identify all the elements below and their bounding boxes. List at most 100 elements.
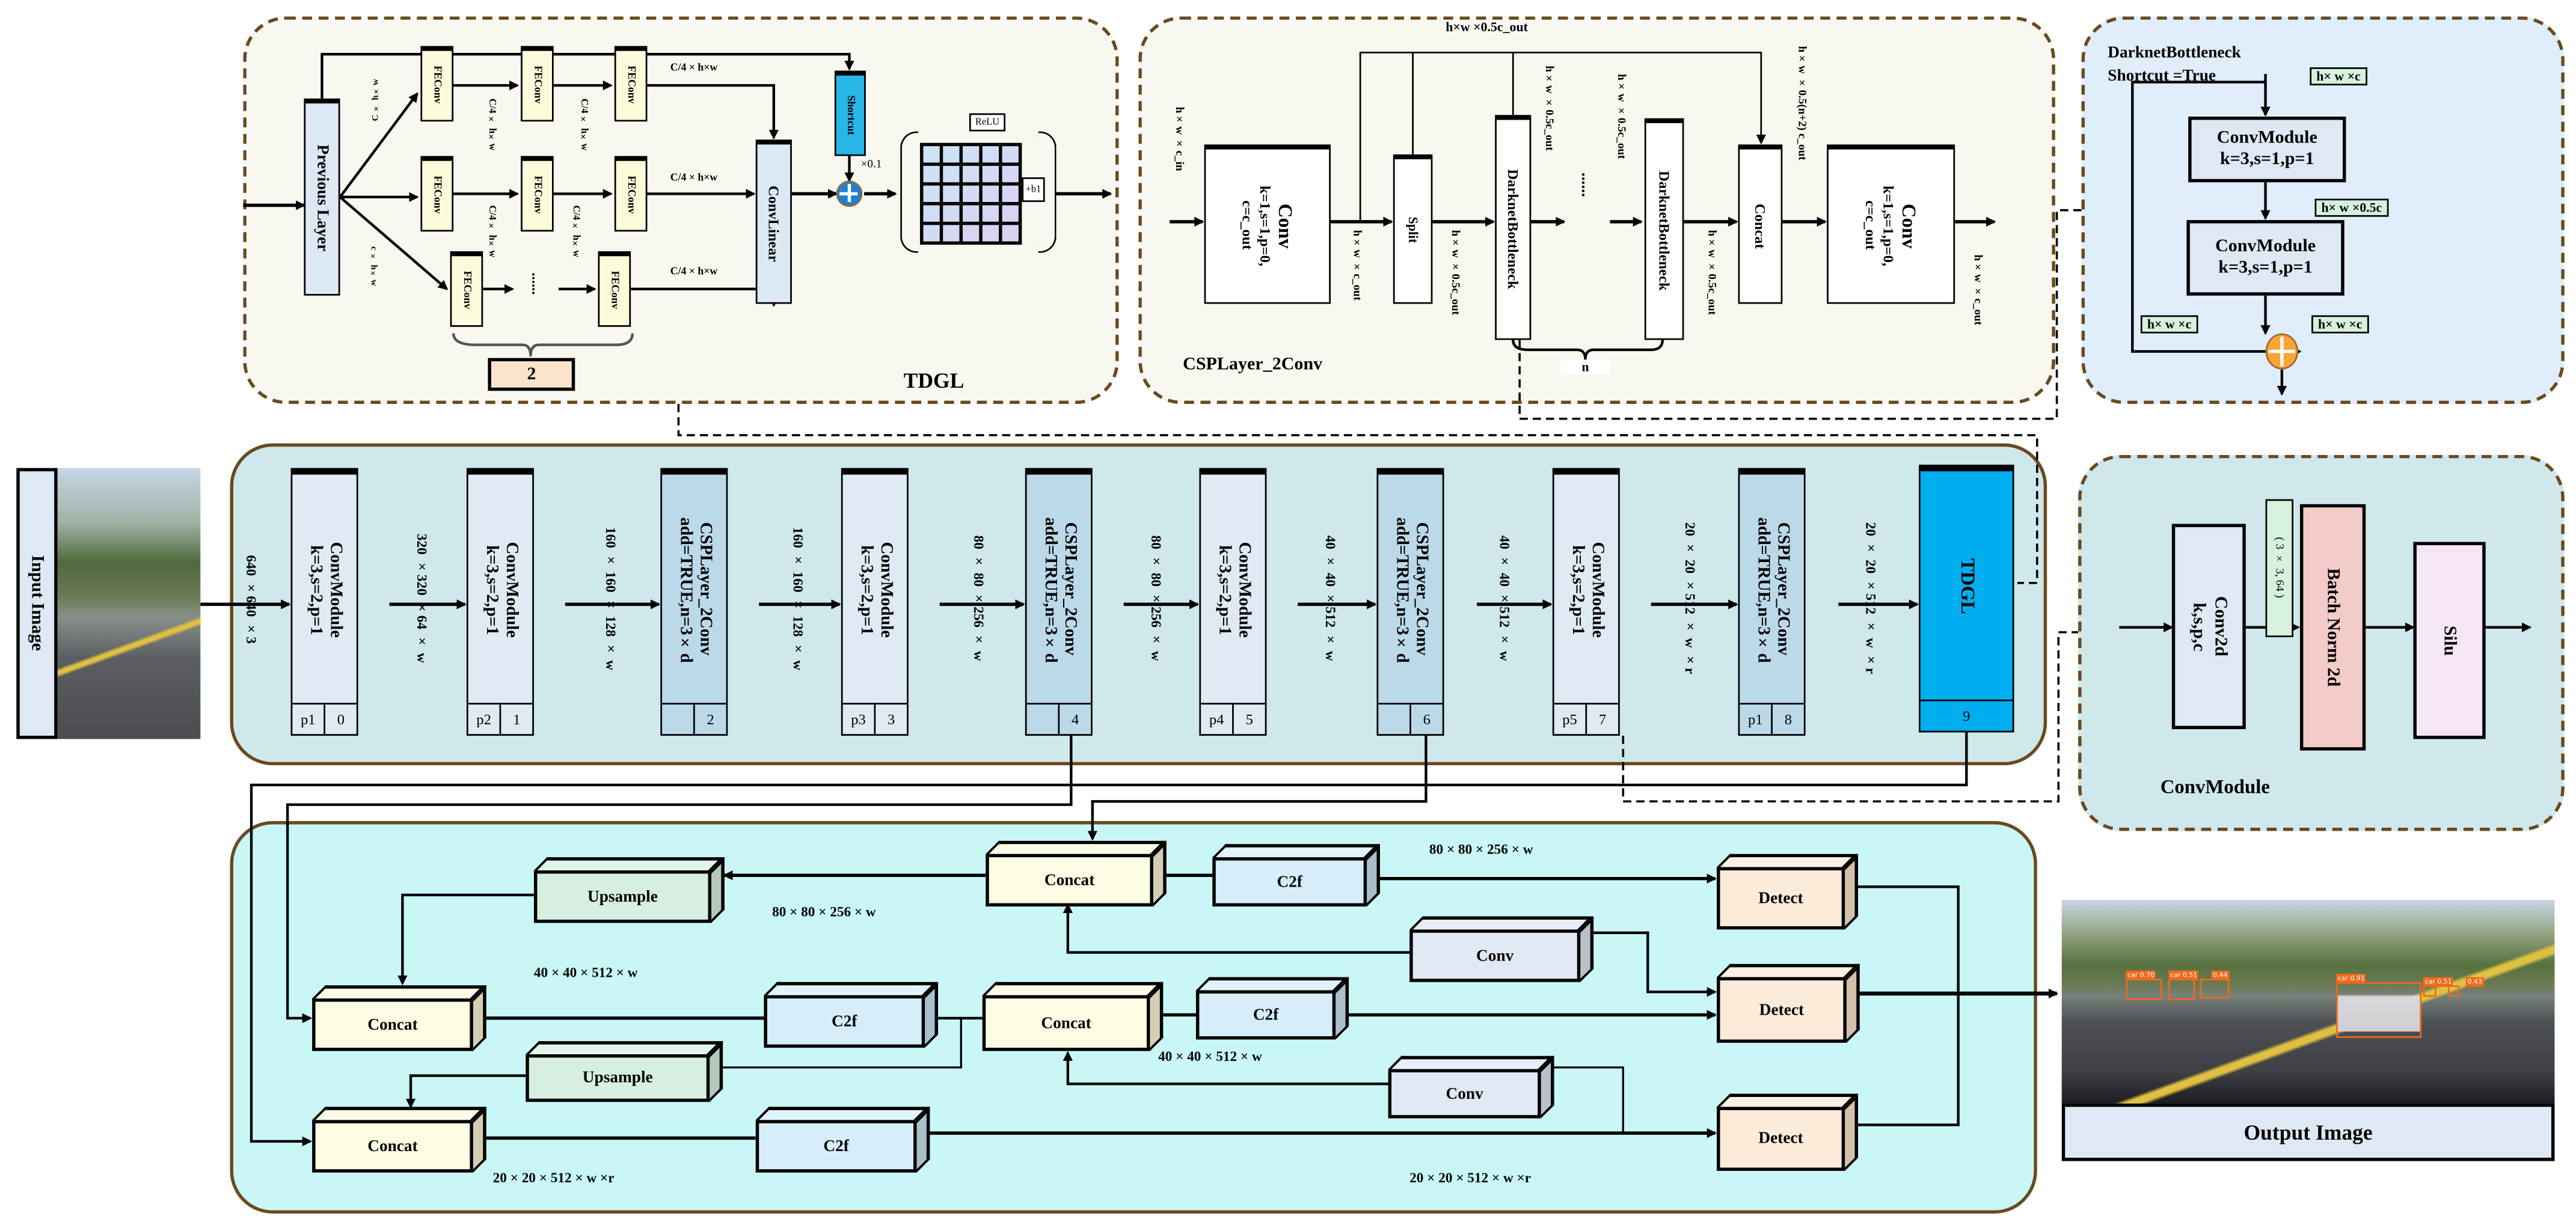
- dim-label: h×w ×0.5c_out: [1449, 230, 1462, 315]
- feconv-box: FEConv: [420, 46, 454, 122]
- dim-label: h×w ×c_out: [1350, 230, 1364, 301]
- dim-label: 80 × 80 × 256 × w: [772, 903, 876, 920]
- conv-linear-box: ConvLinear: [755, 139, 792, 304]
- bracket-left: [900, 131, 919, 253]
- add-icon: [836, 180, 863, 207]
- dim-label: 640 ×640 ×3: [243, 554, 260, 643]
- concat-block: Concat: [312, 985, 486, 1051]
- dim-label: 80 × 80 ×256 × w: [1148, 536, 1165, 662]
- dots: ......: [1577, 172, 1595, 197]
- backbone-module-9-tdgl: TDGL 9: [1919, 465, 2014, 733]
- c2f-block: C2f: [764, 982, 939, 1048]
- conv-block: Conv: [1388, 1055, 1554, 1119]
- darknet-title: DarknetBottleneck: [2108, 44, 2241, 63]
- dim-tag: h× w ×c: [2311, 315, 2369, 334]
- output-image-label: Output Image: [2061, 1103, 2555, 1161]
- dim-label: C × h×w: [371, 79, 381, 121]
- dim-label: 40 × 40 ×512 × w: [1322, 536, 1339, 662]
- c2f-block: C2f: [1195, 977, 1349, 1040]
- feconv-box: FEConv: [521, 46, 554, 122]
- c2f-block: C2f: [755, 1107, 930, 1173]
- dim-label: 160 × 160 × 128 × w: [603, 527, 620, 670]
- shortcut-box: Shortcut: [834, 70, 866, 156]
- dim-tag: h× w ×c: [2310, 67, 2367, 86]
- weight-matrix: [919, 142, 1022, 245]
- add-icon: [2265, 333, 2299, 370]
- dim-label: h×w ×c_in: [1173, 106, 1186, 171]
- dim-label: h×w ×0.5c_out: [1542, 66, 1556, 151]
- kernel-tag: ( 3 × 3, 64 ): [2265, 499, 2294, 638]
- dim-label: 80 × 80 × 256 × w: [1429, 840, 1533, 858]
- dim-label: 20 × 20 ×512 × w ×r: [1682, 522, 1699, 675]
- dim-label: h×w ×0.5c_out: [1705, 230, 1719, 315]
- detect-block: Detect: [1717, 1093, 1859, 1171]
- concat-block: Concat: [982, 982, 1164, 1051]
- dim-label: h×w ×0.5c_out: [1615, 73, 1628, 159]
- detection-box: 0.43: [2447, 977, 2484, 997]
- dim-label: C/4 × h×w: [578, 98, 589, 151]
- darknet-shortcut-label: Shortcut =True: [2108, 67, 2216, 86]
- dim-tag: h× w ×c: [2140, 315, 2198, 334]
- feconv-box: FEConv: [450, 251, 483, 327]
- c2f-block: C2f: [1212, 844, 1380, 907]
- dim-label: 20 × 20 × 512 × w ×r: [1409, 1169, 1532, 1186]
- detection-box: car 0.70: [2126, 970, 2162, 1000]
- conv-block: Conv: [1409, 916, 1594, 982]
- dots: ......: [529, 272, 546, 295]
- convmodule-title: ConvModule: [2160, 775, 2270, 798]
- dim-label: 40 × 40 × 512 × w: [533, 964, 638, 981]
- concat-box: Concat: [1738, 144, 1783, 304]
- detection-box: car 0.51: [2423, 977, 2454, 997]
- concat-block: Concat: [312, 1107, 486, 1173]
- repeat-n-label: n: [1560, 359, 1610, 374]
- dim-label: C/4 × h×w: [670, 172, 718, 184]
- feconv-box: FEConv: [598, 251, 631, 327]
- dim-label: C/4 × h×w: [670, 62, 718, 74]
- feconv-box: FEConv: [614, 46, 648, 122]
- dim-label: h×w ×0.5(n+2) c_out: [1796, 46, 1809, 160]
- input-image: [57, 468, 201, 739]
- detection-box: car 0.51: [2168, 970, 2199, 1000]
- output-image: car 0.70 car 0.51 0.44 car 0.91 car 0.51…: [2061, 900, 2555, 1104]
- previous-layer-box: Previous Layer: [304, 98, 340, 296]
- dim-label: h×w ×0.5c_out: [1446, 19, 1528, 35]
- darknet-bottleneck-box: DarknetBottleneck: [1495, 115, 1532, 340]
- upsample-block: Upsample: [533, 857, 725, 923]
- relu-box: ReLU: [969, 113, 1006, 132]
- dim-label: C/4 × h×w: [486, 98, 497, 151]
- dim-label: h×w ×c_out: [1971, 254, 1985, 326]
- csp-title: CSPLayer_2Conv: [1183, 355, 1323, 374]
- detection-box: car 0.91: [2336, 974, 2422, 1038]
- dim-tag: h× w ×0.5c: [2314, 198, 2389, 217]
- input-image-label: Input Image: [16, 468, 58, 739]
- dim-label: 160 × 160 × 128 × w: [790, 527, 807, 670]
- dim-label: C/4 × h×w: [486, 205, 497, 258]
- detect-block: Detect: [1717, 964, 1860, 1043]
- feconv-box: FEConv: [614, 156, 648, 232]
- dim-label: c × h×w: [367, 246, 378, 287]
- dim-label: C/4 × h×w: [670, 266, 718, 278]
- repeat-count-box: 2: [488, 358, 575, 391]
- detection-box: 0.44: [2200, 970, 2230, 999]
- dim-label: 40 × 40 × 512 × w: [1158, 1048, 1262, 1065]
- silu-box: Silu: [2413, 542, 2486, 739]
- split-box: Split: [1393, 154, 1433, 304]
- dim-label: 80 × 80 ×256 × w: [971, 536, 987, 662]
- scale-label: ×0.1: [860, 157, 882, 171]
- dim-label: 320 ×320 ×64 × w: [414, 534, 431, 664]
